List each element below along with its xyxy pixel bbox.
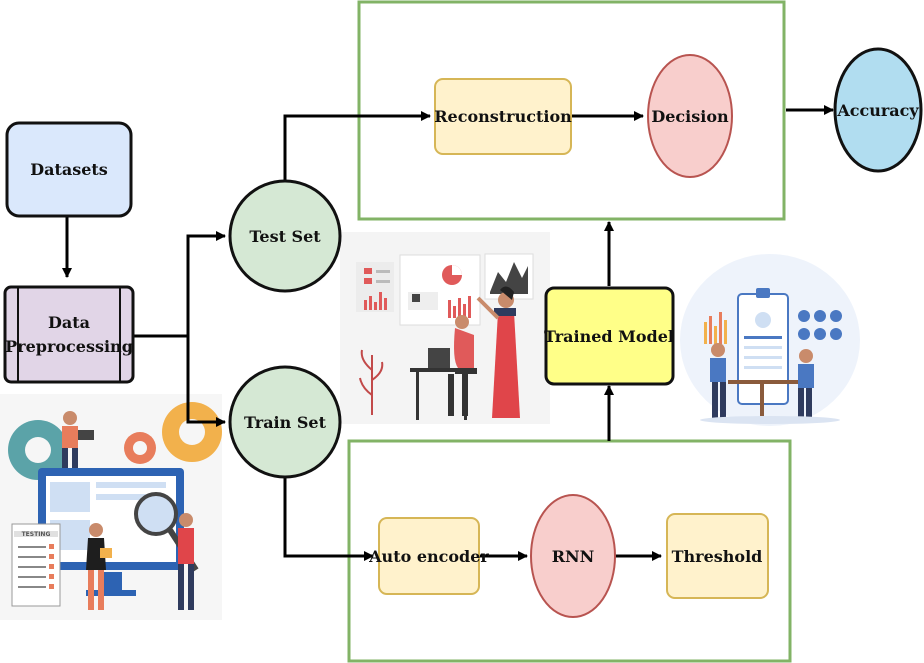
training-container [347,439,792,663]
accuracy-label: Accuracy [836,101,919,120]
edges [62,105,834,561]
train-set-label: Train Set [244,413,327,432]
test-set-label: Test Set [249,227,321,246]
accuracy-node: Accuracy [833,47,923,173]
rnn-label: RNN [552,547,595,566]
edge-train-autoencoder [283,478,374,561]
datasets-label: Datasets [30,160,108,179]
decision-label: Decision [651,107,729,126]
threshold-label: Threshold [672,547,763,566]
threshold-node: Threshold [666,513,769,599]
decision-node: Decision [647,54,733,178]
testing-workstation-illustration: TESTING [0,394,222,620]
datasets-node: Datasets [5,121,133,218]
analytics-team-illustration [340,232,550,424]
auto-encoder-node: Auto encoder [368,517,489,595]
edge-preprocessing-train [186,336,226,427]
train-set-node: Train Set [228,365,342,479]
trained-model-label: Trained Model [544,327,674,346]
test-set-node: Test Set [228,179,342,293]
edge-preprocessing-test [133,231,226,338]
data-preprocessing-label-line2: Preprocessing [5,337,133,356]
reconstruction-label: Reconstruction [434,107,572,126]
auto-encoder-label: Auto encoder [368,547,489,566]
edge-test-reconstruction [283,111,431,180]
data-preprocessing-label-line1: Data [48,313,90,332]
testing-label: TESTING [22,531,51,538]
trained-model-node: Trained Model [544,286,675,386]
reconstruction-node: Reconstruction [434,78,572,155]
meeting-dashboard-illustration [674,250,924,428]
data-preprocessing-node: Data Preprocessing [3,285,135,384]
evaluation-container [357,0,786,221]
rnn-node: RNN [530,494,616,618]
